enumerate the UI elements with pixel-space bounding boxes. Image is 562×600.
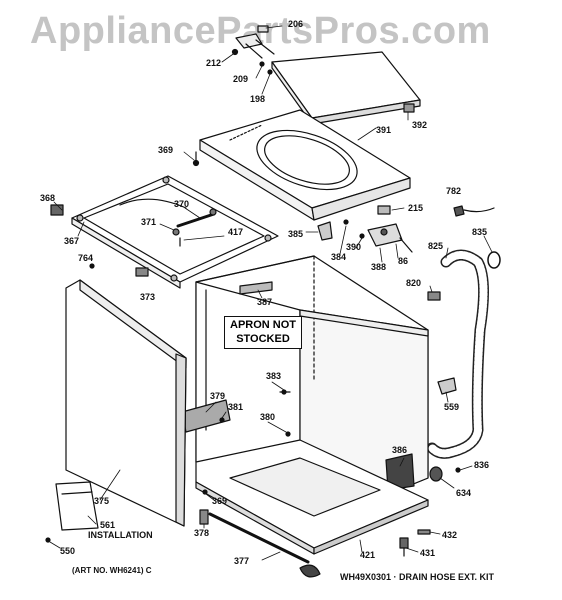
part-label-385: 385 [288, 229, 304, 239]
installation-label: INSTALLATION [88, 530, 153, 540]
part-label-417: 417 [228, 227, 244, 237]
art-number: (ART NO. WH6241) C [72, 566, 152, 575]
part-label-383: 383 [266, 371, 282, 381]
part-label-421: 421 [360, 550, 376, 560]
lid-bumper [403, 103, 415, 113]
part-label-561: 561 [100, 520, 116, 530]
drain-hose-kit-label: WH49X0301 · DRAIN HOSE EXT. KIT [340, 572, 495, 582]
part-label-820: 820 [406, 278, 422, 288]
part-label-368: 368 [40, 193, 56, 203]
part-label-387: 387 [257, 297, 273, 307]
part-label-86: 86 [398, 256, 409, 266]
part-label-384: 384 [331, 252, 347, 262]
part-label-215: 215 [408, 203, 424, 213]
part-label-371: 371 [141, 217, 157, 227]
part-label-386: 386 [392, 445, 408, 455]
hose-370 [176, 212, 216, 228]
lid [271, 51, 421, 125]
part-label-378: 378 [194, 528, 210, 538]
part-label-550: 550 [60, 546, 76, 556]
apron-note-line-1: APRON NOT [230, 319, 296, 331]
part-label-206: 206 [288, 19, 304, 29]
part-label-212: 212 [206, 58, 222, 68]
part-label-388: 388 [371, 262, 387, 272]
part-label-375: 375 [94, 496, 110, 506]
part-label-373: 373 [140, 292, 156, 302]
part-label-432: 432 [442, 530, 458, 540]
part-label-559: 559 [444, 402, 460, 412]
part-label-825: 825 [428, 241, 444, 251]
control-bracket [317, 205, 413, 253]
top-panel [199, 109, 411, 221]
part-label-431: 431 [420, 548, 436, 558]
part-559 [437, 377, 457, 395]
part-label-379: 379 [210, 391, 226, 401]
part-label-198: 198 [250, 94, 266, 104]
part-label-782: 782 [446, 186, 462, 196]
part-label-380: 380 [260, 412, 276, 422]
part-label-369-bottom: 369 [212, 496, 228, 506]
part-634 [429, 466, 443, 482]
part-label-381: 381 [228, 402, 244, 412]
part-label-390: 390 [346, 242, 362, 252]
part-820 [427, 291, 441, 301]
base [195, 439, 429, 555]
apron-not-stocked-note: APRON NOT STOCKED [224, 316, 302, 349]
drain-hose-assembly [426, 205, 501, 459]
part-label-836: 836 [474, 460, 490, 470]
lid-hinge-parts [231, 25, 275, 75]
part-label-369-top: 369 [158, 145, 174, 155]
installation-booklet [55, 481, 99, 531]
part-label-835: 835 [472, 227, 488, 237]
leveling-leg [399, 537, 409, 557]
leveling-bar [208, 512, 321, 578]
part-label-764: 764 [78, 253, 94, 263]
clip-368 [50, 204, 64, 216]
part-label-391: 391 [376, 125, 392, 135]
part-label-634: 634 [456, 488, 472, 498]
apron-note-line-2: STOCKED [236, 333, 290, 345]
front-panel [65, 279, 187, 527]
part-label-392: 392 [412, 120, 428, 130]
part-label-377: 377 [234, 556, 250, 566]
part-label-209: 209 [233, 74, 249, 84]
part-label-370: 370 [174, 199, 190, 209]
part-label-367: 367 [64, 236, 80, 246]
